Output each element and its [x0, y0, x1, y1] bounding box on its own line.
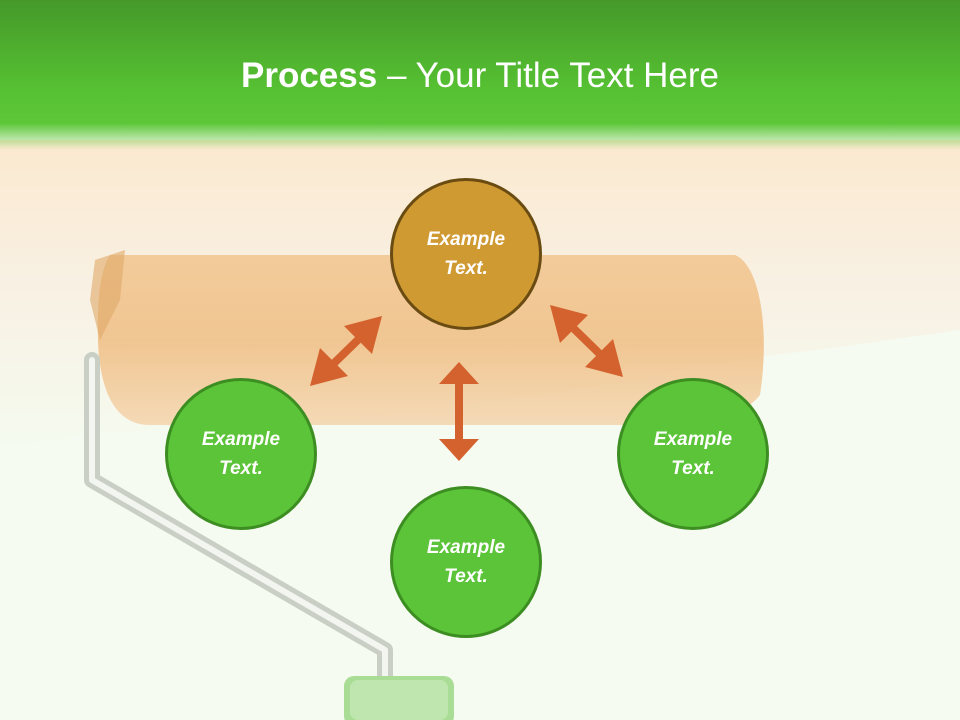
bottom-node-line1: Example	[426, 537, 506, 558]
arrow-top-left	[310, 316, 382, 386]
left-node-line2: Text.	[219, 458, 263, 479]
top-node: Example Text.	[390, 178, 542, 330]
right-node-line2: Text.	[671, 458, 715, 479]
title-rest-part: – Your Title Text Here	[377, 56, 719, 95]
title-band	[0, 0, 960, 150]
left-node-line1: Example	[201, 429, 281, 450]
top-node-line1: Example	[426, 229, 506, 250]
top-node-line2: Text.	[444, 258, 488, 279]
title-bold-part: Process	[241, 56, 378, 95]
bottom-node: Example Text.	[390, 486, 542, 638]
slide-title: Process – Your Title Text Here	[0, 54, 960, 98]
bottom-node-line2: Text.	[444, 566, 488, 587]
right-node-line1: Example	[653, 429, 733, 450]
left-node: Example Text.	[165, 378, 317, 530]
arrow-top-bottom	[439, 362, 479, 461]
arrow-top-right	[550, 305, 623, 377]
right-node: Example Text.	[617, 378, 769, 530]
